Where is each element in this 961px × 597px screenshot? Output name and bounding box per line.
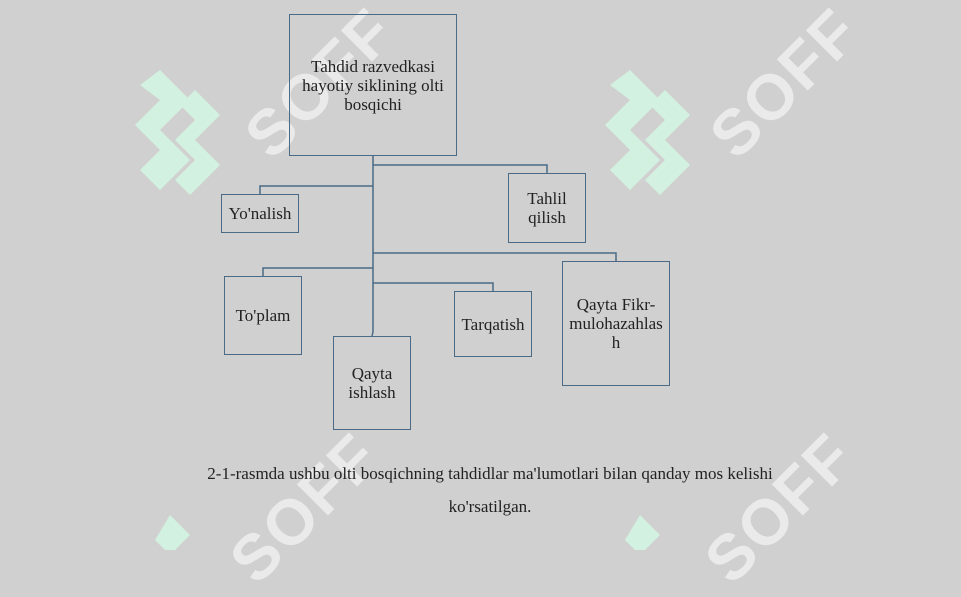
caption-line-1: 2-1-rasmda ushbu olti bosqichning tahdid… (207, 464, 773, 483)
node-direction: Yo'nalish (221, 194, 299, 233)
branch-direction (259, 185, 373, 194)
node-collection: To'plam (224, 276, 302, 355)
node-processing-label: Qayta ishlash (348, 364, 396, 402)
connector-lines (259, 156, 617, 337)
root-node: Tahdid razvedkasi hayotiy siklining olti… (289, 14, 457, 156)
branch-collection (262, 267, 373, 276)
node-processing: Qayta ishlash (333, 336, 411, 430)
root-label: Tahdid razvedkasi hayotiy siklining olti… (302, 56, 444, 114)
node-analysis-label: Tahlil qilish (527, 189, 567, 227)
branch-feedback (373, 252, 617, 261)
node-dissemination: Tarqatish (454, 291, 532, 357)
caption-line-2: ko'rsatilgan. (448, 497, 532, 516)
node-analysis: Tahlil qilish (508, 173, 586, 243)
node-feedback-label: Qayta Fikr- mulohazahlas h (569, 295, 663, 352)
node-feedback: Qayta Fikr- mulohazahlas h (562, 261, 670, 386)
branch-processing (371, 331, 374, 337)
node-collection-label: To'plam (235, 306, 291, 325)
branch-dissemination (373, 282, 494, 291)
node-direction-label: Yo'nalish (228, 204, 292, 223)
node-dissemination-label: Tarqatish (461, 314, 525, 334)
branch-analysis (373, 164, 548, 173)
